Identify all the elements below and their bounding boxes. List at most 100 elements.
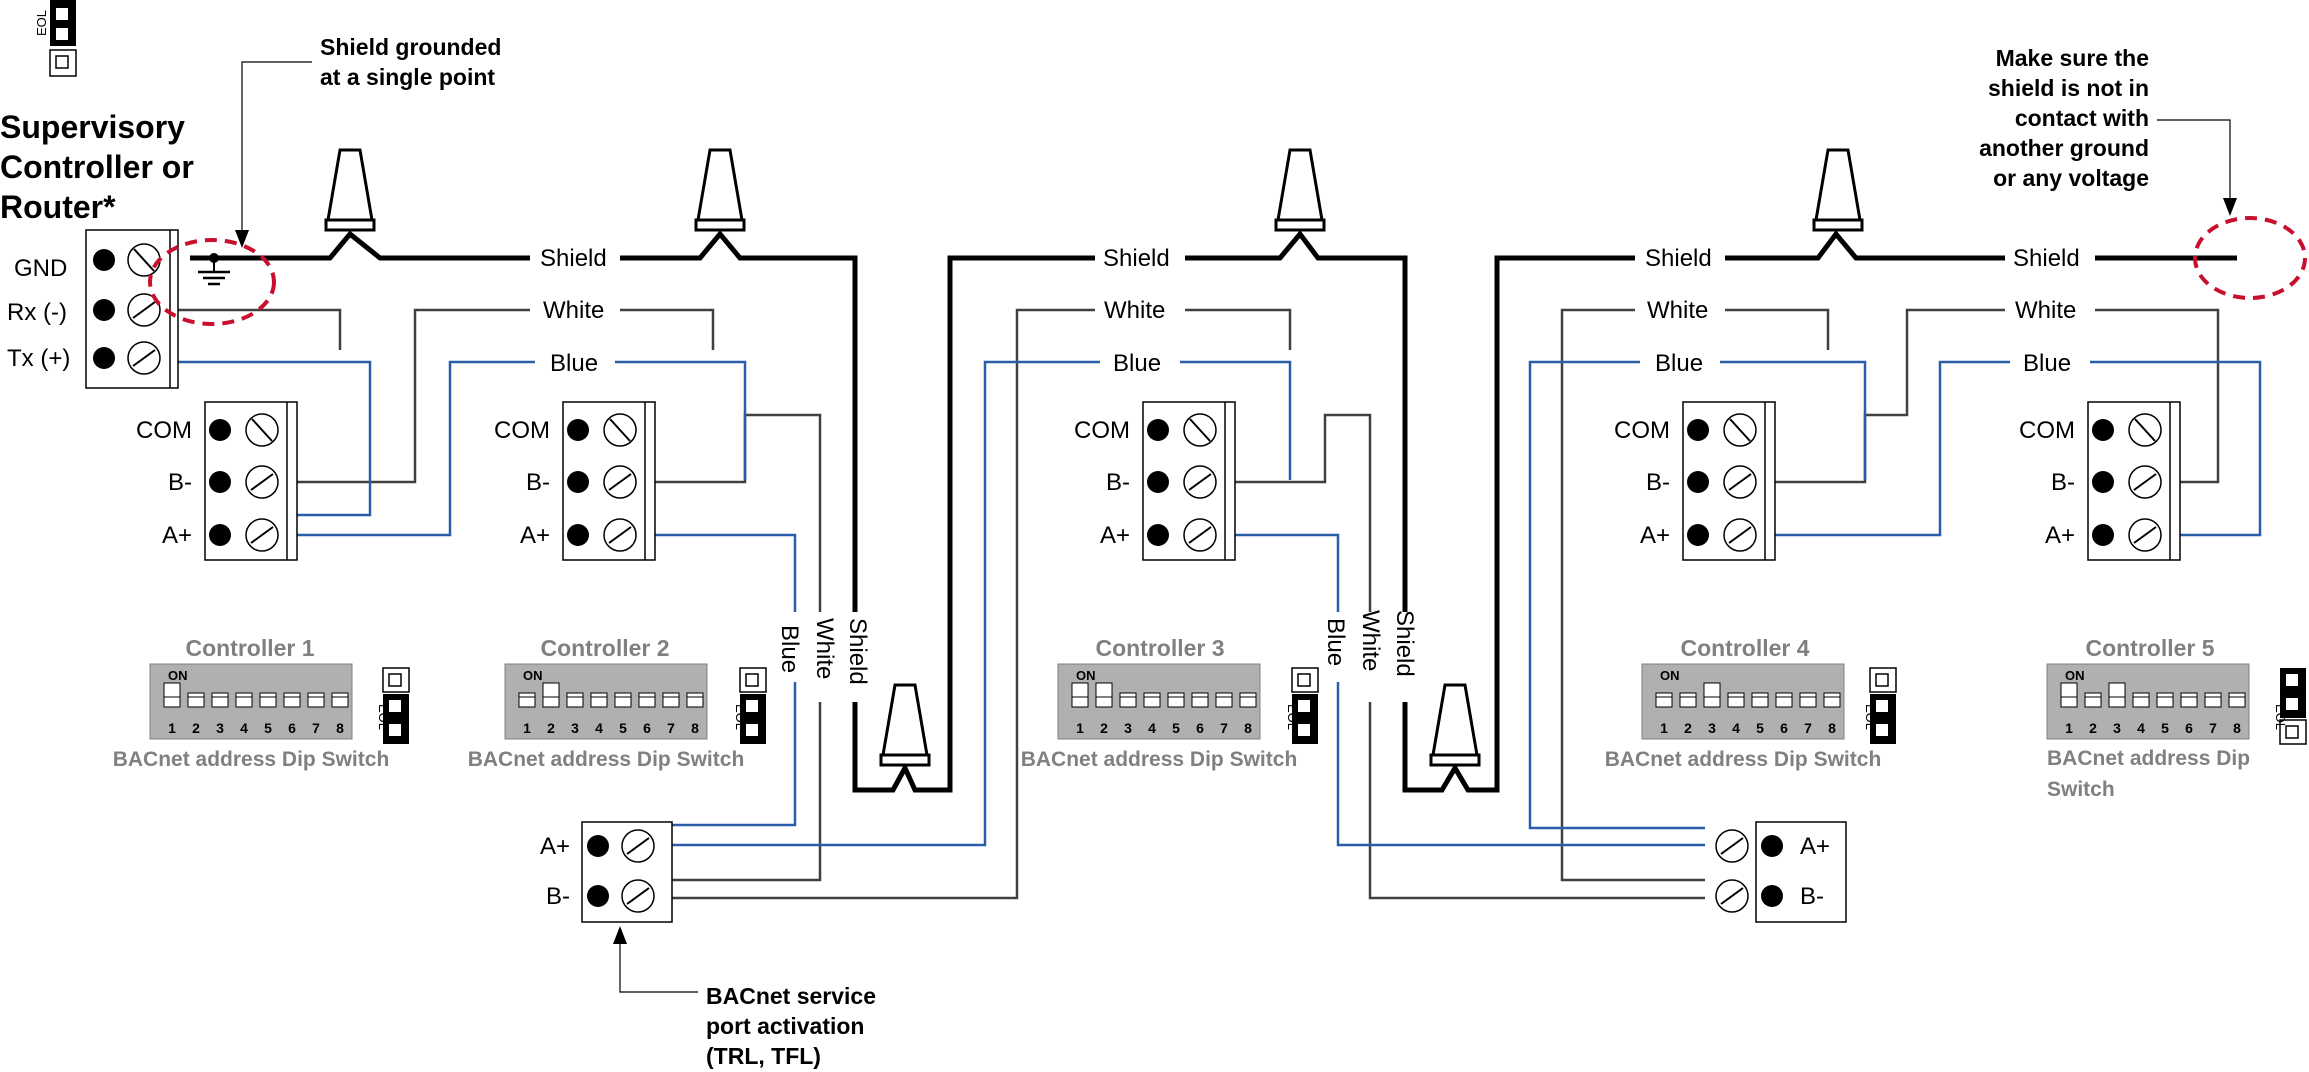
dip-on-label: ON [1660,668,1680,683]
supervisor-terminal-block [85,229,179,389]
note-line: at a single point [320,64,495,90]
dip-switch-label: BACnet address Dip [2047,747,2250,770]
dip-toggle[interactable] [1095,682,1113,698]
service-terminal-label: A+ [1800,833,1830,860]
blue-label: Blue [550,350,598,377]
dip-number: 4 [240,720,248,736]
white-label: White [1647,297,1708,324]
dip-number: 6 [2185,720,2193,736]
white-label: White [1104,297,1165,324]
service-port-blocks: A+B-A+B- [540,821,1847,923]
dip-number: 8 [691,720,699,736]
supervisor-title-line-3: Router* [0,189,116,225]
dip-toggle[interactable] [1703,682,1721,698]
blue-label-vertical: Blue [1322,618,1349,666]
dip-number: 3 [216,720,224,736]
white-wire-7 [1775,308,2220,484]
dip-toggle[interactable] [542,682,560,698]
blue-wire-6 [1528,360,1867,830]
white-label-vertical: White [811,618,838,679]
dip-switch-label: Switch [2047,778,2115,801]
note-line: BACnet service [706,983,876,1009]
dip-number: 5 [619,720,627,736]
dip-number: 1 [2065,720,2073,736]
blue-label: Blue [1655,350,1703,377]
dip-number: 7 [2209,720,2217,736]
eol-jumper[interactable]: EOL [733,667,767,744]
dip-number: 3 [1124,720,1132,736]
dip-number: 6 [643,720,651,736]
dip-number: 3 [1708,720,1716,736]
rx-terminal-label: Rx (-) [7,299,67,326]
dip-number: 7 [667,720,675,736]
controller-name: Controller 3 [1095,635,1224,661]
eol-jumper[interactable]: EOL [2273,668,2307,745]
terminal-label-b: B- [1646,469,1670,496]
blue-wire-4 [660,360,1292,847]
terminal-label-b: B- [526,469,550,496]
eol-label: EOL [2273,704,2288,730]
eol-jumper[interactable]: EOL [376,667,410,744]
dip-switch-label: BACnet address Dip Switch [1021,748,1298,771]
supervisor-title-line-1: Supervisory [0,109,185,145]
eol-label: EOL [733,704,748,730]
dip-number: 8 [2233,720,2241,736]
supervisor-title-line-2: Controller or [0,149,194,185]
note-service-port: BACnet service port activation (TRL, TFL… [613,926,876,1069]
shield-label: Shield [540,245,607,272]
eol-jumper[interactable]: EOL [1863,667,1897,744]
service-terminal-label: B- [1800,883,1824,910]
dip-number: 1 [523,720,531,736]
eol-label: EOL [1863,704,1878,730]
dip-toggle[interactable] [163,682,181,698]
dip-on-label: ON [1076,668,1096,683]
dip-switch-label: BACnet address Dip Switch [468,748,745,771]
white-wire-3 [655,413,822,882]
dip-switch-label: BACnet address Dip Switch [113,748,390,771]
note-line: Shield grounded [320,34,501,60]
arrow-icon [2223,198,2237,216]
wire-nut [1812,148,1864,232]
dip-number: 1 [1076,720,1084,736]
note-line: Make sure the [1996,45,2149,71]
dip-number: 3 [571,720,579,736]
note-line: or any voltage [1993,165,2149,191]
terminal-label-a: A+ [1100,522,1130,549]
dip-on-label: ON [523,668,543,683]
note-line: shield is not in [1988,75,2149,101]
dip-number: 7 [1804,720,1812,736]
wire-nut [1274,148,1326,232]
ground-icon [198,253,230,286]
dip-toggle[interactable] [1071,682,1089,698]
terminal-label-a: A+ [162,522,192,549]
white-wire-6 [1560,308,1830,882]
note-line: port activation [706,1013,864,1039]
dip-number: 1 [1660,720,1668,736]
dip-number: 2 [1100,720,1108,736]
wire-nut [879,683,931,767]
service-port-terminal-block: A+B- [540,821,673,923]
dip-toggle[interactable] [2060,682,2078,698]
note-line: another ground [1979,135,2149,161]
dip-toggle[interactable] [2108,682,2126,698]
eol-jumper[interactable]: EOL [1285,667,1319,744]
dip-number: 4 [1732,720,1740,736]
note-shield-contact: Make sure the shield is not in contact w… [1979,45,2307,300]
dip-number: 8 [1244,720,1252,736]
note-line: contact with [2015,105,2149,131]
